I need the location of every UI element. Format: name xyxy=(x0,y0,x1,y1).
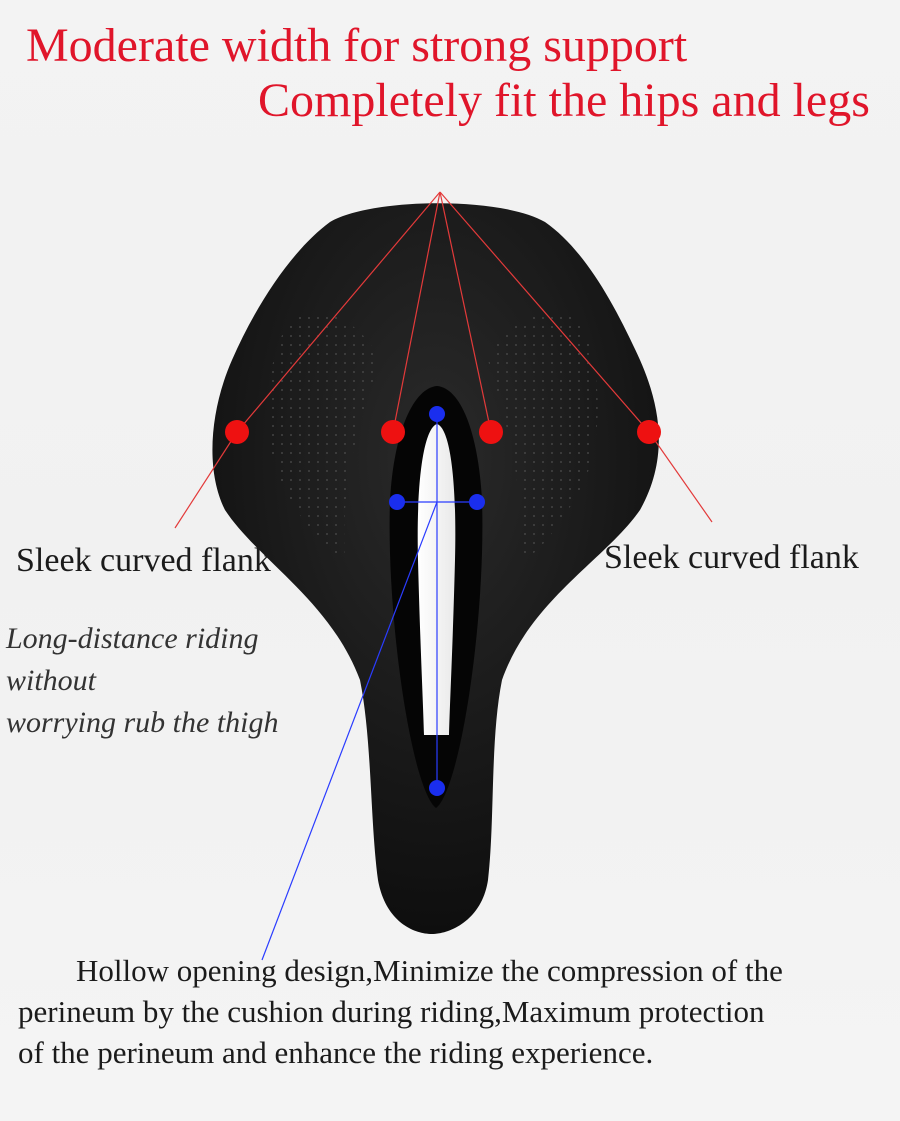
label-right-flank: Sleek curved flank xyxy=(604,539,859,576)
headline-fit-hips: Completely fit the hips and legs xyxy=(258,74,870,127)
label-left-flank: Sleek curved flank xyxy=(16,542,271,579)
marker-red-left-outer xyxy=(225,420,249,444)
description-line-2: perineum by the cushion during riding,Ma… xyxy=(18,994,765,1029)
marker-red-right-inner xyxy=(479,420,503,444)
hollow-opening-description: Hollow opening design,Minimize the compr… xyxy=(18,950,878,1073)
note-line-1: Long-distance riding without xyxy=(6,622,259,697)
marker-red-right-outer xyxy=(637,420,661,444)
marker-blue-left xyxy=(389,494,405,510)
marker-blue-top xyxy=(429,406,445,422)
description-line-3: of the perineum and enhance the riding e… xyxy=(18,1035,654,1070)
red-callout-lines xyxy=(174,191,713,529)
marker-blue-right xyxy=(469,494,485,510)
note-long-distance: Long-distance riding without worrying ru… xyxy=(6,618,346,744)
description-line-1: Hollow opening design,Minimize the compr… xyxy=(76,953,783,988)
note-line-2: worrying rub the thigh xyxy=(6,706,279,739)
perforation-right xyxy=(488,312,598,560)
marker-blue-bottom xyxy=(429,780,445,796)
marker-red-left-inner xyxy=(381,420,405,444)
headline-width-support: Moderate width for strong support xyxy=(26,19,688,72)
perforation-left xyxy=(267,312,380,560)
blue-callout-lines xyxy=(261,414,477,961)
